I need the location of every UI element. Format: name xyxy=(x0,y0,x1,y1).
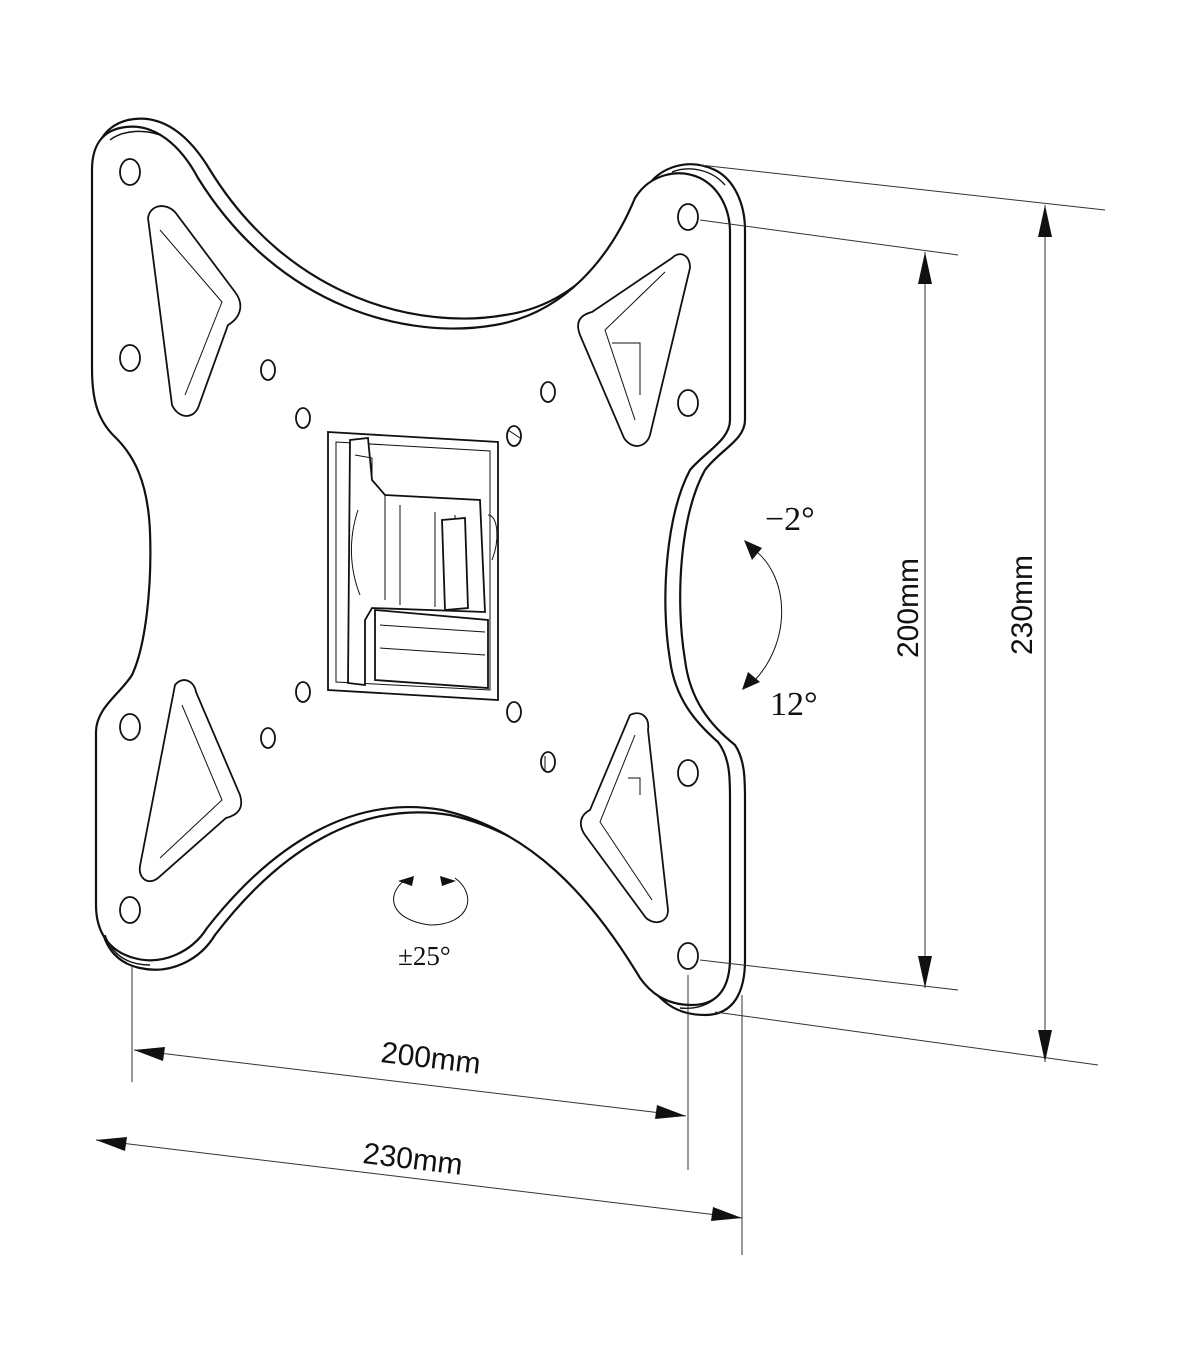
bracket-arm xyxy=(347,437,486,687)
mounting-holes xyxy=(119,158,699,970)
swivel-arc xyxy=(393,877,469,926)
hole xyxy=(540,381,556,403)
plate-bevel-bottom-left xyxy=(104,934,151,966)
tilt-arrow-down xyxy=(742,672,760,690)
hole xyxy=(540,751,556,773)
dim-line-plate-width xyxy=(95,1139,743,1219)
rib-top-right xyxy=(577,253,691,447)
rib-bottom-right xyxy=(579,712,669,924)
dim-label-hole-height: 200mm xyxy=(892,558,925,658)
hole xyxy=(295,681,311,703)
tilt-down-label: 12° xyxy=(770,686,818,723)
plate-bevel-bottom-right xyxy=(679,984,726,1009)
tilt-arc xyxy=(751,547,783,681)
hole xyxy=(677,389,699,417)
swivel-arrow-right xyxy=(440,876,456,886)
tilt-indicator: −2° 12° xyxy=(742,501,818,723)
hole xyxy=(119,713,141,741)
hole xyxy=(677,759,699,787)
hole xyxy=(260,359,276,381)
hole xyxy=(119,158,141,186)
hole xyxy=(260,727,276,749)
center-bracket xyxy=(327,431,499,701)
plate-ribs xyxy=(138,205,691,924)
bracket-base xyxy=(374,609,489,689)
rib-top-left xyxy=(147,205,242,417)
tilt-up-label: −2° xyxy=(765,501,815,538)
dim-label-plate-height: 230mm xyxy=(1006,555,1039,655)
bracket-slot xyxy=(441,517,469,611)
dim-label-hole-width: 200mm xyxy=(379,1036,482,1081)
dim-label-plate-width: 230mm xyxy=(361,1137,464,1182)
plate-bevel-top-left xyxy=(109,130,161,141)
hole xyxy=(119,896,141,924)
dim-line-hole-width xyxy=(133,1049,687,1117)
hole xyxy=(506,425,522,447)
hole xyxy=(506,701,522,723)
hole xyxy=(295,407,311,429)
swivel-arrow-left xyxy=(398,876,414,886)
plate-bevel-top-right xyxy=(671,168,726,186)
hole xyxy=(119,344,141,372)
hole xyxy=(677,203,699,231)
rib-bottom-left xyxy=(138,679,243,883)
swivel-indicator: ±25° xyxy=(393,876,469,971)
swivel-label: ±25° xyxy=(398,941,451,971)
hole xyxy=(677,942,699,970)
tilt-arrow-up xyxy=(744,540,762,560)
